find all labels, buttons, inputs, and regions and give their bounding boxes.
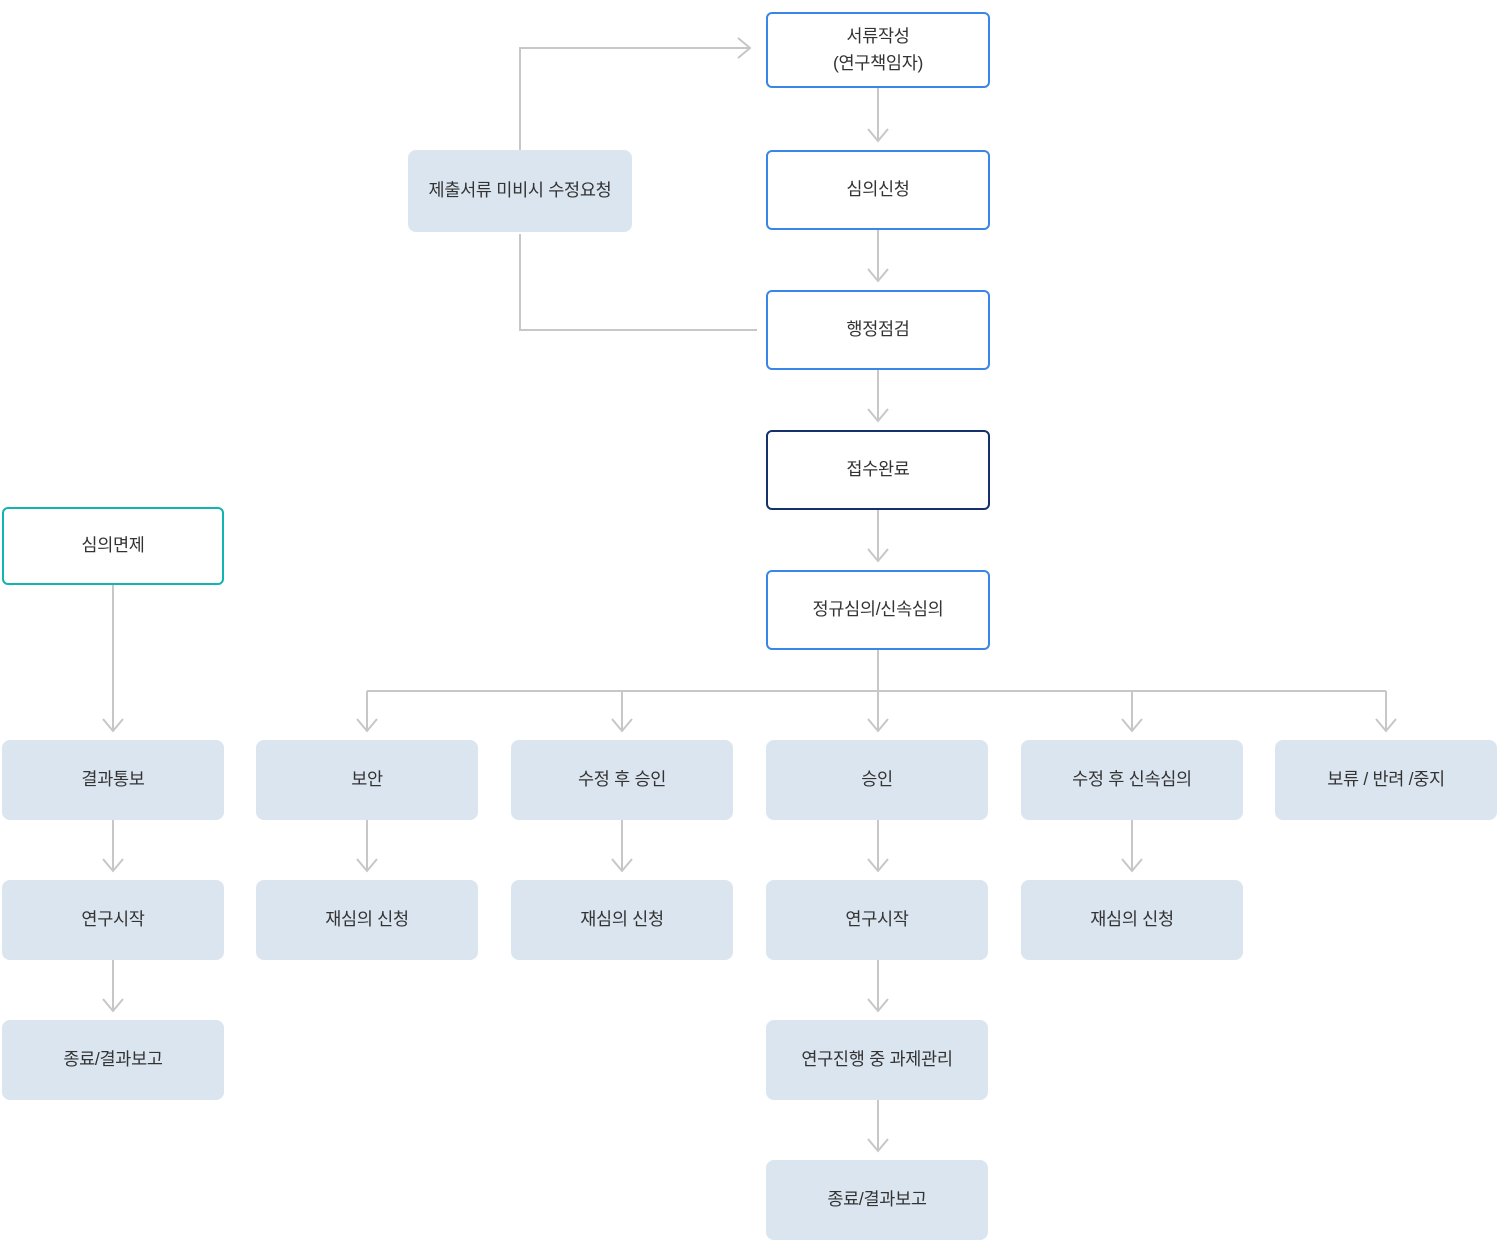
connector-resubmit-to-docwrite <box>519 37 752 150</box>
node-rereview-2-label: 재심의 신청 <box>580 909 664 930</box>
node-doc-write-label: 서류작성 (연구책임자) <box>832 25 924 73</box>
node-doc-write: 서류작성 (연구책임자) <box>766 12 990 88</box>
node-end-report-1-label: 종료/결과보고 <box>63 1049 163 1070</box>
node-hold-reject-stop: 보류 / 반려 /중지 <box>1275 740 1497 820</box>
node-regular-expedited-review-label: 정규심의/신속심의 <box>812 599 944 620</box>
node-expedited-after-revision: 수정 후 신속심의 <box>1021 740 1243 820</box>
node-review-request-label: 심의신청 <box>846 179 910 200</box>
node-result-notice-label: 결과통보 <box>81 769 145 790</box>
node-end-report-2-label: 종료/결과보고 <box>827 1189 927 1210</box>
node-expedited-after-revision-label: 수정 후 신속심의 <box>1072 769 1192 790</box>
connector-admincheck-to-resubmit <box>519 234 757 331</box>
node-receipt-complete-label: 접수완료 <box>846 459 910 480</box>
node-supplement-label: 보안 <box>351 769 383 790</box>
node-start-research-2-label: 연구시작 <box>845 909 909 930</box>
node-resubmit-request-label: 제출서류 미비시 수정요청 <box>428 180 612 201</box>
node-rereview-3-label: 재심의 신청 <box>1090 909 1174 930</box>
node-hold-reject-stop-label: 보류 / 반려 /중지 <box>1327 769 1445 790</box>
node-review-request: 심의신청 <box>766 150 990 230</box>
node-rereview-2: 재심의 신청 <box>511 880 733 960</box>
node-start-research-1-label: 연구시작 <box>81 909 145 930</box>
node-review-exempt-label: 심의면제 <box>81 535 145 556</box>
node-approval-label: 승인 <box>861 769 893 790</box>
node-end-report-1: 종료/결과보고 <box>2 1020 224 1100</box>
node-task-management-label: 연구진행 중 과제관리 <box>801 1049 953 1070</box>
node-resubmit-request: 제출서류 미비시 수정요청 <box>408 150 632 232</box>
node-result-notice: 결과통보 <box>2 740 224 820</box>
node-receipt-complete: 접수완료 <box>766 430 990 510</box>
node-review-exempt: 심의면제 <box>2 507 224 585</box>
node-rereview-1: 재심의 신청 <box>256 880 478 960</box>
node-supplement: 보안 <box>256 740 478 820</box>
node-approval-after-revision: 수정 후 승인 <box>511 740 733 820</box>
node-approval: 승인 <box>766 740 988 820</box>
node-regular-expedited-review: 정규심의/신속심의 <box>766 570 990 650</box>
node-admin-check: 행정점검 <box>766 290 990 370</box>
node-rereview-3: 재심의 신청 <box>1021 880 1243 960</box>
node-start-research-1: 연구시작 <box>2 880 224 960</box>
node-approval-after-revision-label: 수정 후 승인 <box>577 769 667 790</box>
node-task-management: 연구진행 중 과제관리 <box>766 1020 988 1100</box>
node-end-report-2: 종료/결과보고 <box>766 1160 988 1240</box>
node-start-research-2: 연구시작 <box>766 880 988 960</box>
node-rereview-1-label: 재심의 신청 <box>325 909 409 930</box>
node-admin-check-label: 행정점검 <box>846 319 910 340</box>
